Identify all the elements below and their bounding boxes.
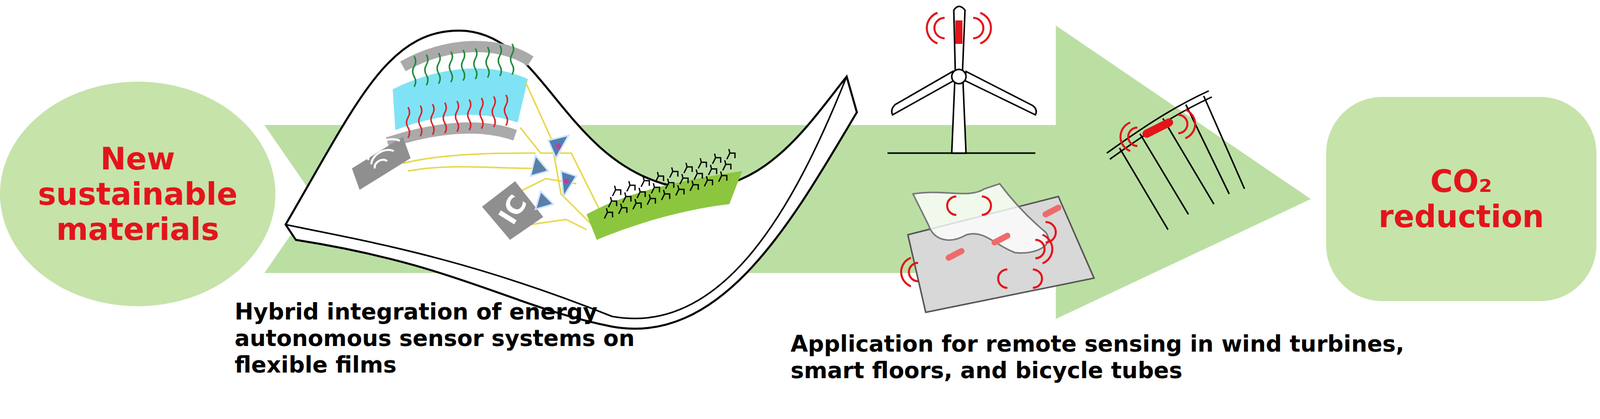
shoe — [912, 183, 1049, 253]
wind-turbine — [887, 6, 1037, 154]
energy-harvester-marks — [555, 143, 569, 184]
harvester-patch — [586, 170, 743, 240]
node-title: New sustainable materials — [15, 141, 261, 247]
electrode-band — [387, 128, 516, 143]
goal-box: CO₂ reduction — [1326, 96, 1597, 301]
flexible-film — [285, 30, 857, 329]
signal-waves — [926, 12, 992, 44]
source-ellipse: New sustainable materials — [0, 81, 276, 307]
signal-waves — [1120, 109, 1196, 151]
caption-label: Hybrid integration of energy autonomous … — [234, 298, 694, 378]
bicycle-sensor — [1146, 122, 1170, 134]
turbine-sensor — [955, 20, 963, 44]
patch-elements — [604, 148, 735, 219]
caption-label: Application for remote sensing in wind t… — [790, 330, 1454, 384]
active-layer — [392, 68, 528, 131]
bicycle-wheel — [1106, 90, 1245, 230]
signal-waves — [901, 196, 1056, 288]
wireless-icon — [368, 139, 400, 169]
molecule-strands — [406, 43, 514, 138]
floor-sensors — [948, 207, 1059, 258]
wireless-module — [351, 136, 411, 190]
energy-harvester-cells — [530, 135, 577, 210]
film-edge — [285, 76, 847, 319]
node-title: CO₂ reduction — [1359, 163, 1564, 235]
ic-chip — [481, 181, 544, 240]
